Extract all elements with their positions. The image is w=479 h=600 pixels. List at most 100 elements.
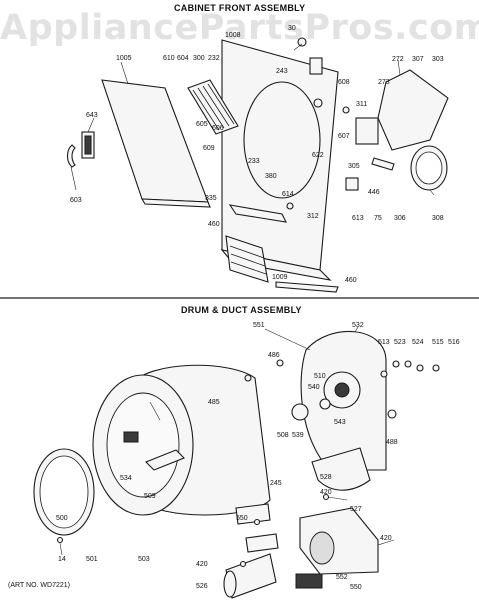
part-label: 303: [432, 56, 444, 63]
door-handle: [66, 144, 76, 168]
part-label: 516: [448, 339, 460, 346]
part-label: 643: [86, 112, 98, 119]
part-label: 543: [334, 419, 346, 426]
part-label: 550: [236, 515, 248, 522]
exhaust-duct: [311, 447, 371, 491]
part-label: 613: [352, 215, 364, 222]
part-label: 380: [265, 173, 277, 180]
part-label: 1005: [116, 55, 132, 62]
part-label: 523: [394, 339, 406, 346]
part-label: 608: [338, 79, 350, 86]
toe-plate-bracket: [228, 204, 287, 223]
part-label: 300: [193, 55, 205, 62]
heater-bracket: [245, 533, 279, 553]
part-label: 312: [307, 213, 319, 220]
door-gasket-inner: [415, 151, 443, 185]
part-label: 485: [208, 399, 220, 406]
part-label: 446: [368, 189, 380, 196]
part-label: 532: [352, 322, 364, 329]
part-label: 604: [177, 55, 189, 62]
screw-607: [342, 106, 350, 114]
washer-523: [392, 360, 400, 368]
part-label: 273: [378, 79, 390, 86]
thermostat: [295, 573, 323, 589]
art-number: (ART NO. WD7221): [8, 582, 70, 589]
washer-524: [404, 360, 412, 368]
part-label: 306: [394, 215, 406, 222]
bottom-trim-strip: [275, 281, 339, 293]
part-label: 488: [386, 439, 398, 446]
part-label: 540: [308, 384, 320, 391]
part-label: 1009: [272, 274, 288, 281]
part-label: 534: [120, 475, 132, 482]
part-label: 609: [203, 145, 215, 152]
screw-550a: [253, 518, 261, 526]
drum-duct-assembly-title: DRUM & DUCT ASSEMBLY: [181, 305, 302, 315]
front-door-glass: [39, 455, 89, 529]
drum-baffle: [145, 449, 185, 471]
part-label: 500: [56, 515, 68, 522]
part-label: 524: [412, 339, 424, 346]
part-label: 420: [320, 489, 332, 496]
part-number-labels: 1008 30 243 272 307 303 1005 610 604 300…: [56, 25, 460, 591]
felt-seal-488: [387, 409, 397, 419]
door-catch: [355, 117, 379, 145]
part-label: 232: [208, 55, 220, 62]
washer-513: [380, 370, 388, 378]
part-label: 305: [348, 163, 360, 170]
part-label: 551: [253, 322, 265, 329]
part-label: 14: [58, 556, 66, 563]
part-label: 528: [320, 474, 332, 481]
part-label: 509: [144, 493, 156, 500]
part-label: 233: [248, 158, 260, 165]
part-label: 460: [208, 221, 220, 228]
screw-486: [276, 359, 284, 367]
drum-baffle-front: [123, 431, 139, 443]
part-label: 245: [270, 480, 282, 487]
cabinet-front-assembly-title: CABINET FRONT ASSEMBLY: [174, 3, 306, 13]
hinge-block-613: [345, 177, 359, 191]
part-label: 308: [432, 215, 444, 222]
bearing-center: [334, 382, 350, 398]
part-label: 607: [338, 133, 350, 140]
part-label: 550: [350, 584, 362, 591]
door-opening: [243, 81, 321, 199]
screw-30: [297, 37, 307, 47]
front-panel: [101, 79, 209, 203]
heater-end: [223, 570, 237, 598]
toe-grille-pattern: [229, 245, 267, 275]
part-label: 420: [380, 535, 392, 542]
bearing-485: [244, 374, 252, 382]
part-label: 622: [312, 152, 324, 159]
blower-opening: [309, 531, 335, 565]
part-label: 75: [374, 215, 382, 222]
screw-614: [286, 202, 294, 210]
part-label: 486: [268, 352, 280, 359]
hinge-slot: [84, 135, 92, 155]
clip-515: [416, 364, 424, 372]
part-label: 606: [212, 125, 224, 132]
front-panel-edge: [141, 198, 211, 208]
part-label: 552: [336, 574, 348, 581]
part-label: 515: [432, 339, 444, 346]
door-hinge-306: [371, 157, 395, 171]
toe-panel-grille: [225, 235, 269, 283]
part-label: 508: [277, 432, 289, 439]
part-label: 539: [292, 432, 304, 439]
part-label: 307: [412, 56, 424, 63]
part-label: 311: [356, 101, 367, 108]
switch-actuator: [313, 98, 323, 108]
part-label: 501: [86, 556, 98, 563]
part-label: 30: [288, 25, 296, 32]
screw-14: [56, 536, 64, 544]
leader-lines: [59, 43, 435, 556]
part-label: 1008: [225, 32, 241, 39]
drum-opening: [106, 392, 180, 498]
part-label: 460: [345, 277, 357, 284]
part-label: 605: [196, 121, 208, 128]
grille-slats: [192, 83, 235, 131]
part-label: 526: [196, 583, 208, 590]
screw-420b: [239, 560, 247, 568]
